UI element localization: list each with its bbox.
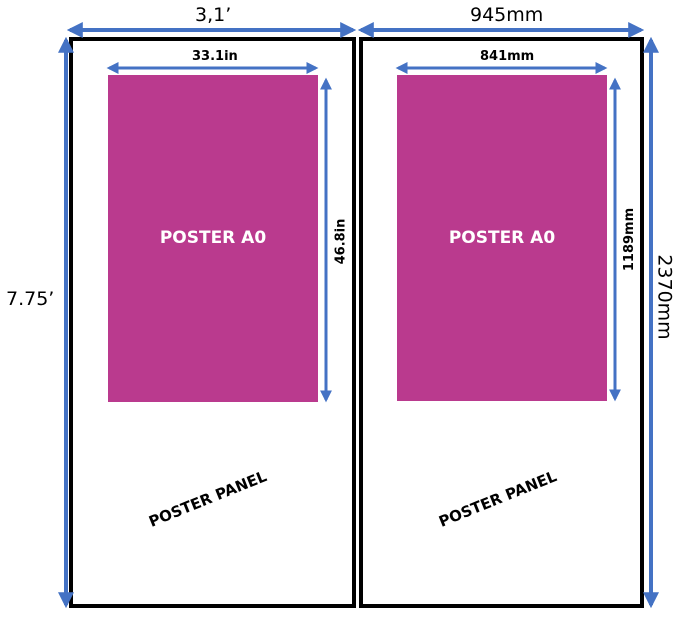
right-poster-height-label: 1189mm	[622, 207, 638, 272]
left-poster-title: POSTER A0	[159, 228, 267, 248]
right-panel-width-label: 945mm	[470, 4, 544, 26]
left-poster-width-label: 33.1in	[192, 49, 238, 64]
left-poster-height-label: 46.8in	[333, 218, 349, 265]
right-poster-title: POSTER A0	[448, 228, 556, 248]
left-poster	[108, 75, 318, 402]
left-panel-width-label: 3,1’	[195, 4, 232, 26]
right-panel-frame	[359, 37, 644, 608]
left-panel-height-label: 7.75’	[6, 288, 55, 310]
right-poster	[397, 75, 607, 401]
right-panel-height-label: 2370mm	[653, 254, 676, 340]
right-poster-width-label: 841mm	[480, 49, 535, 64]
